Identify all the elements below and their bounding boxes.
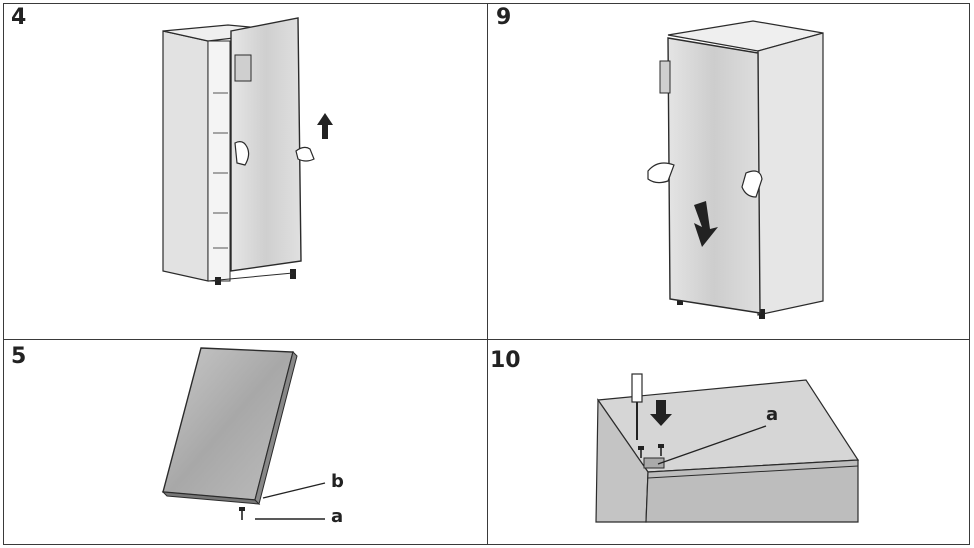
step-4-panel: 4 xyxy=(3,3,487,339)
step-10-number: 10 xyxy=(490,348,521,373)
step-9-illustration xyxy=(647,20,824,319)
fridge-cabinet xyxy=(162,24,296,285)
screw-icon xyxy=(638,444,664,458)
step-4-number: 4 xyxy=(11,5,27,30)
callout-a-label: a xyxy=(766,404,779,425)
grid-divider-vertical xyxy=(487,3,488,545)
step-5-number: 5 xyxy=(11,344,27,369)
step-5-panel: 5 b a xyxy=(3,340,487,545)
callout-a-line xyxy=(657,425,767,465)
up-arrow-icon xyxy=(317,113,333,139)
callout-b-line xyxy=(262,482,326,499)
fridge-cabinet xyxy=(667,20,824,319)
step-10-illustration xyxy=(595,373,860,523)
hand-icon xyxy=(647,162,763,198)
down-arrow-icon xyxy=(694,201,718,247)
fridge-door xyxy=(659,37,761,314)
callout-b-label: b xyxy=(331,471,344,492)
grid-divider-horizontal xyxy=(3,339,970,340)
step-10-panel: 10 a xyxy=(488,340,970,545)
step-9-panel: 9 xyxy=(488,3,970,339)
callout-a-label: a xyxy=(331,506,344,527)
step-9-number: 9 xyxy=(496,5,512,30)
screw-icon xyxy=(239,507,245,520)
step-5-illustration xyxy=(161,347,326,520)
fridge-door xyxy=(230,17,302,272)
screwdriver-icon xyxy=(631,373,643,440)
panel-grid xyxy=(3,3,970,545)
down-arrow-icon xyxy=(650,400,672,426)
hand-icon xyxy=(234,141,315,166)
step-4-illustration xyxy=(162,17,333,285)
door-panel xyxy=(161,347,298,505)
